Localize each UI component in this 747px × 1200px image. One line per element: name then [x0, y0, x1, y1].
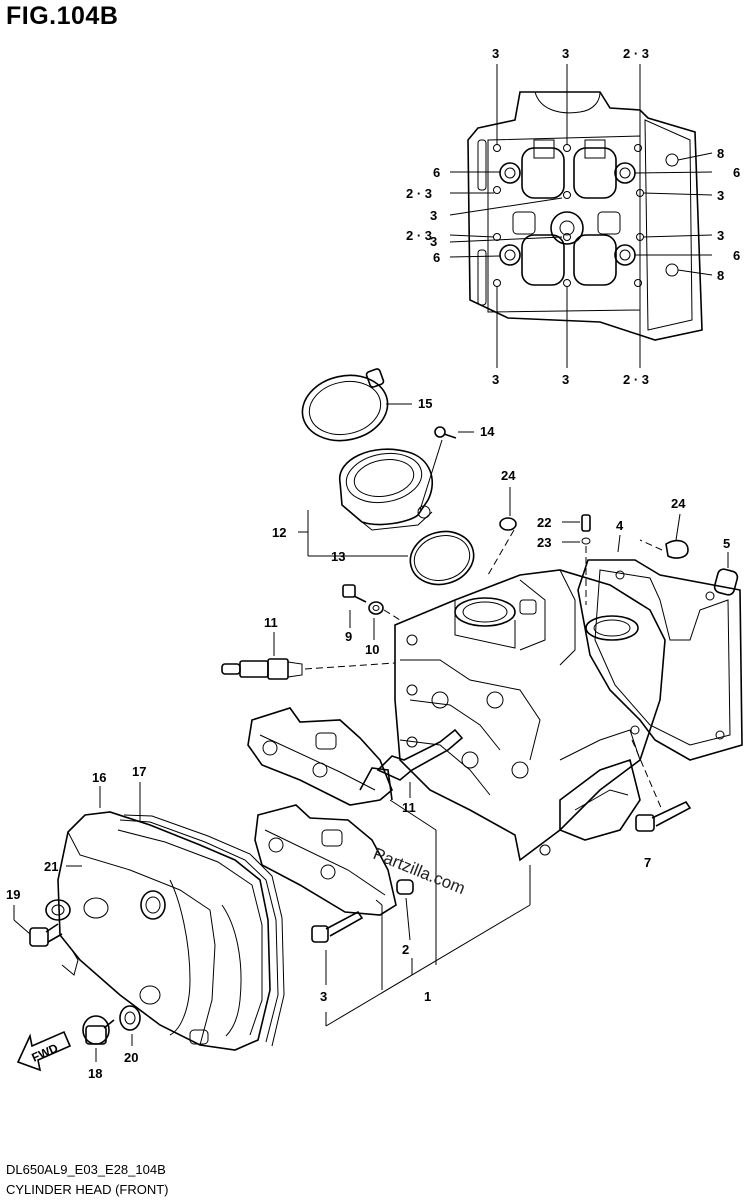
- label-14: 14: [480, 424, 495, 439]
- spark-plug-icon: [221, 632, 396, 680]
- watermark: Partzilla.com: [371, 844, 468, 898]
- label-11-lower: 11: [402, 800, 416, 815]
- bottom-bolt-label-2: 3: [562, 372, 569, 387]
- plug-24-right: [639, 513, 689, 559]
- figure-code: DL650AL9_E03_E28_104B: [6, 1162, 166, 1177]
- right-label-3-lower: 3: [717, 228, 724, 243]
- label-13: 13: [331, 549, 345, 564]
- cylinder-head-cover: [57, 811, 271, 1051]
- right-label-8-lower: 8: [717, 268, 724, 283]
- bracket-12-13: [298, 510, 408, 557]
- label-16: 16: [92, 770, 106, 785]
- label-9: 9: [345, 629, 352, 644]
- bottom-bolt-label-1: 3: [492, 372, 499, 387]
- bolt-icon: [434, 426, 474, 439]
- dowel-2-leader: [405, 897, 411, 941]
- bolt-19: [13, 899, 71, 947]
- label-20: 20: [124, 1050, 138, 1065]
- cylinder-head-top-view: [467, 91, 703, 341]
- label-15: 15: [418, 396, 432, 411]
- label-2: 2: [402, 942, 409, 957]
- bolt-18: [82, 1015, 115, 1062]
- bolt-3: [311, 910, 364, 985]
- left-label-3-upper: 3: [430, 208, 437, 223]
- left-label-3-lower: 3: [430, 234, 437, 249]
- figure-caption: CYLINDER HEAD (FRONT): [6, 1182, 169, 1197]
- top-bolt-label-2: 3: [562, 46, 569, 61]
- bottom-bolt-label-3: 2 · 3: [623, 372, 649, 387]
- left-label-2-3-upper: 2 · 3: [406, 186, 432, 201]
- label-18: 18: [88, 1066, 102, 1081]
- label-21: 21: [44, 859, 58, 874]
- bolt-7: [631, 739, 692, 832]
- bolt-9: [342, 584, 367, 628]
- dowel-5: [713, 552, 739, 596]
- label-7: 7: [644, 855, 651, 870]
- cam-holder-upper: [247, 707, 393, 806]
- fwd-arrow-icon: FWD: [16, 1030, 72, 1072]
- washer-10: [368, 601, 401, 640]
- bracket-1: [325, 799, 531, 1027]
- label-19: 19: [6, 887, 20, 902]
- cover-gasket: [119, 814, 285, 1047]
- label-4: 4: [616, 518, 624, 533]
- label-11-upper: 11: [264, 615, 278, 630]
- label-1: 1: [424, 989, 431, 1004]
- left-label-2-3-lower: 2 · 3: [406, 228, 432, 243]
- label-10: 10: [365, 642, 379, 657]
- right-label-3-upper: 3: [717, 188, 724, 203]
- gasket-icon: [577, 559, 743, 761]
- label-24-left: 24: [501, 468, 516, 483]
- right-label-8-upper: 8: [717, 146, 724, 161]
- plug-24-left: [487, 487, 517, 576]
- o-ring-icon: [409, 530, 475, 586]
- label-22: 22: [537, 515, 551, 530]
- label-17: 17: [132, 764, 146, 779]
- label-24-right: 24: [671, 496, 686, 511]
- figure-title: FIG.104B: [6, 2, 119, 30]
- right-label-6-upper: 6: [733, 165, 740, 180]
- cylinder-head: [394, 569, 666, 862]
- label-23: 23: [537, 535, 551, 550]
- top-bolt-label-1: 3: [492, 46, 499, 61]
- clamp-icon: [301, 368, 412, 442]
- fitting-22-23: [562, 514, 591, 605]
- top-view-leaders: [449, 64, 713, 368]
- top-bolt-label-3: 2 · 3: [623, 46, 649, 61]
- cam-holder-lower: [254, 804, 414, 916]
- intake-boot: [339, 439, 443, 531]
- spark-plug-lower: [376, 728, 464, 798]
- figure-footer: DL650AL9_E03_E28_104B CYLINDER HEAD (FRO…: [6, 1160, 169, 1200]
- left-label-6-lower: 6: [433, 250, 440, 265]
- washer-20: [119, 1005, 141, 1046]
- label-12: 12: [272, 525, 286, 540]
- right-label-6-lower: 6: [733, 248, 740, 263]
- label-5: 5: [723, 536, 730, 551]
- left-label-6-upper: 6: [433, 165, 440, 180]
- label-3: 3: [320, 989, 327, 1004]
